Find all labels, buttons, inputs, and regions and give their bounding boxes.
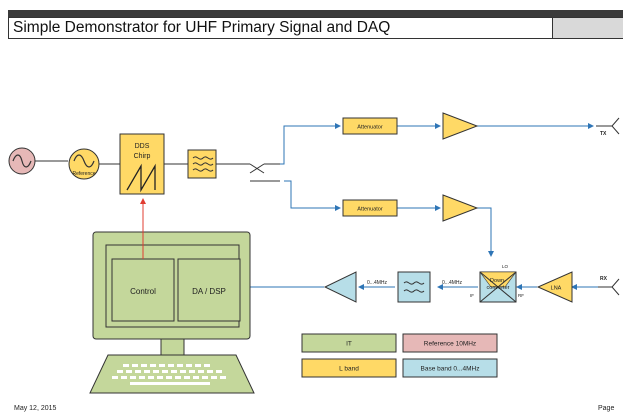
rx-antenna-icon: RX bbox=[598, 276, 620, 296]
legend-label: L band bbox=[339, 366, 359, 373]
lna-amplifier: LNA bbox=[536, 271, 573, 303]
downconverter-label-2: converter bbox=[487, 285, 510, 291]
control-label: Control bbox=[130, 287, 156, 296]
dds-chirp-block: DDS Chirp bbox=[119, 133, 165, 195]
title-top-bar bbox=[8, 10, 623, 17]
amplifier-lo-icon bbox=[442, 194, 479, 222]
legend-swatch bbox=[402, 358, 498, 378]
tx-antenna-icon: TX bbox=[596, 117, 620, 137]
downconverter-mixer: Down- converter LO IF RF bbox=[470, 264, 524, 303]
legend: IT Reference 10MHz L band Base band 0...4MH… bbox=[301, 333, 498, 378]
bandpass-filter-lband bbox=[187, 149, 217, 179]
title-box: Simple Demonstrator for UHF Primary Sign… bbox=[8, 17, 553, 39]
reference-oscillator: Reference bbox=[68, 148, 100, 180]
legend-label: Reference 10MHz bbox=[424, 341, 476, 348]
if-label: IF bbox=[470, 293, 474, 298]
legend-swatch bbox=[301, 333, 397, 353]
legend-label: Base band 0...4MHz bbox=[421, 366, 480, 373]
reference-label: Reference bbox=[72, 171, 95, 177]
tx-label: TX bbox=[600, 131, 607, 137]
oscillator-source-icon bbox=[8, 147, 36, 175]
amplifier-baseband-icon bbox=[323, 271, 357, 303]
attenuator-top-block: Attenuator bbox=[342, 117, 398, 135]
downconverter-label-1: Down- bbox=[490, 278, 506, 284]
legend-label: IT bbox=[346, 341, 352, 348]
rf-label: RF bbox=[518, 293, 524, 298]
footer-date: May 12, 2015 bbox=[14, 405, 57, 412]
title-grey-box bbox=[552, 17, 623, 39]
da-dsp-label: DA / DSP bbox=[192, 287, 226, 296]
rx-label: RX bbox=[600, 276, 608, 282]
legend-swatch bbox=[301, 358, 397, 378]
sawtooth-icon bbox=[126, 163, 156, 193]
signal-lines bbox=[243, 123, 598, 290]
legend-swatch bbox=[402, 333, 498, 353]
amplifier-tx-icon bbox=[442, 112, 479, 140]
chirp-label: Chirp bbox=[134, 153, 151, 160]
splitter bbox=[236, 163, 280, 182]
dds-label: DDS bbox=[135, 143, 150, 150]
footer-page: Page bbox=[598, 405, 615, 412]
lo-label: LO bbox=[502, 264, 509, 269]
lna-label: LNA bbox=[551, 286, 562, 292]
attenuator-bottom-label: Attenuator bbox=[357, 207, 383, 213]
band-label-amp: 0...4MHz bbox=[367, 280, 388, 286]
control-block: Control bbox=[111, 258, 175, 322]
da-dsp-block: DA / DSP bbox=[177, 258, 241, 322]
lowpass-filter-baseband bbox=[397, 271, 431, 303]
band-label-if: 0...4MHz bbox=[442, 280, 463, 286]
slide-title: Simple Demonstrator for UHF Primary Sign… bbox=[13, 19, 391, 36]
attenuator-bottom-block: Attenuator bbox=[342, 199, 398, 217]
attenuator-top-label: Attenuator bbox=[357, 125, 383, 131]
